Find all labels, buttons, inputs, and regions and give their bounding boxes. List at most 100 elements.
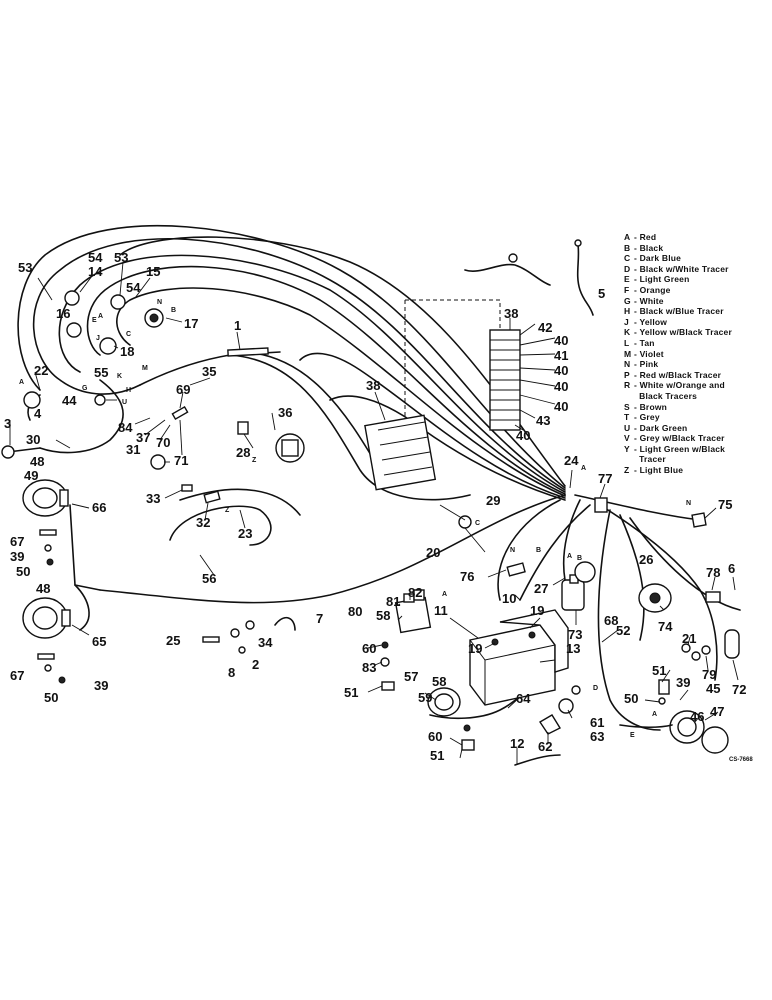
- legend-item: M- Violet: [624, 349, 772, 360]
- callout: 4: [34, 406, 42, 421]
- legend-item: J - Yellow: [624, 317, 772, 328]
- legend-item: P - Red w/Black Tracer: [624, 370, 772, 381]
- callout: 40: [516, 428, 530, 443]
- wire-code: C: [126, 331, 131, 338]
- callout: 7: [316, 611, 323, 626]
- callout: 5: [598, 286, 605, 301]
- callout: 57: [404, 669, 418, 684]
- callout: 40: [554, 333, 568, 348]
- callout: 84: [118, 420, 133, 435]
- legend-code: P: [624, 369, 630, 380]
- legend-code: K: [624, 327, 631, 338]
- callout: 63: [590, 729, 604, 744]
- headlight-icon: [22, 479, 69, 517]
- legend-text: - White w/Orange and: [634, 380, 725, 391]
- callout: 51: [652, 663, 666, 678]
- callout: 50: [624, 691, 638, 706]
- callout: 58: [432, 674, 446, 689]
- wire-code-labels: N B A C E J A K H U M G Z Z A B C N B A …: [19, 299, 691, 739]
- fuse-panel-icon: [364, 414, 437, 491]
- legend-item: R- White w/Orange and: [624, 380, 772, 391]
- legend-text: - Yellow: [634, 316, 668, 327]
- legend-text: - Black w/White Tracer: [634, 263, 729, 274]
- callout: 73: [568, 627, 582, 642]
- legend-text: - Red w/Black Tracer: [634, 369, 722, 380]
- callout: 53: [114, 250, 128, 265]
- legend-item: U- Dark Green: [624, 423, 772, 434]
- wire-code: C: [475, 520, 480, 527]
- wire-code: M: [142, 365, 148, 372]
- legend-text: - Tan: [634, 337, 655, 348]
- callout: 66: [92, 500, 106, 515]
- callout: 23: [238, 526, 252, 541]
- callout: 82: [408, 585, 422, 600]
- legend-item: Black Tracers: [624, 391, 772, 402]
- wire-code: A: [19, 379, 24, 386]
- legend-code: S: [624, 401, 630, 412]
- wire-code: N: [157, 299, 162, 306]
- wire-code: B: [577, 555, 582, 562]
- legend-item: Tracer: [624, 454, 772, 465]
- callout: 54: [88, 250, 103, 265]
- legend-text: - Light Green w/Black: [634, 443, 726, 454]
- legend-item: L- Tan: [624, 338, 772, 349]
- callout: 53: [18, 260, 32, 275]
- legend-code: G: [624, 295, 631, 306]
- legend-code: M: [624, 348, 632, 359]
- wire-code: N: [510, 547, 515, 554]
- legend-item: B- Black: [624, 243, 772, 254]
- legend-item: D- Black w/White Tracer: [624, 264, 772, 275]
- callout: 60: [362, 641, 376, 656]
- callout: 78: [706, 565, 720, 580]
- callout: 36: [278, 405, 292, 420]
- callout: 35: [202, 364, 216, 379]
- callout: 81: [386, 594, 400, 609]
- callout: 43: [536, 413, 550, 428]
- legend-text: - Violet: [634, 348, 664, 359]
- callout: 30: [26, 432, 40, 447]
- callout: 34: [258, 635, 273, 650]
- wire-code: A: [581, 465, 586, 472]
- wire-code: B: [536, 547, 541, 554]
- wire-code: U: [122, 399, 127, 406]
- callout: 60: [428, 729, 442, 744]
- legend-text: - Yellow w/Black Tracer: [634, 327, 732, 338]
- legend-code: Z: [624, 465, 630, 476]
- legend-text: - Dark Blue: [634, 253, 682, 264]
- callout: 24: [564, 453, 579, 468]
- legend-item: A- Red: [624, 232, 772, 243]
- callout: 37: [136, 430, 150, 445]
- callout: 40: [554, 399, 568, 414]
- legend-code: E: [624, 274, 630, 285]
- callout: 61: [590, 715, 604, 730]
- legend-code: Y: [624, 443, 630, 454]
- legend-text: - Brown: [634, 401, 668, 412]
- callout: 39: [10, 549, 24, 564]
- legend-text: Tracer: [634, 454, 666, 465]
- drawing-reference: CS-7668: [729, 757, 753, 763]
- callout: 1: [234, 318, 241, 333]
- legend-text: - Orange: [634, 284, 671, 295]
- legend-code: J: [624, 316, 629, 327]
- callout: 16: [56, 306, 70, 321]
- wire-code: A: [652, 711, 657, 718]
- callout: 44: [62, 393, 77, 408]
- callout: 14: [88, 264, 103, 279]
- legend-code: F: [624, 284, 630, 295]
- callout: 48: [36, 581, 50, 596]
- callout: 38: [366, 378, 380, 393]
- callout: 62: [538, 739, 552, 754]
- callout: 79: [702, 667, 716, 682]
- wire-code: K: [117, 373, 122, 380]
- callout: 17: [184, 316, 198, 331]
- legend-text: Black Tracers: [634, 390, 698, 401]
- callout: 59: [418, 690, 432, 705]
- callout: 51: [344, 685, 358, 700]
- switch-icon: [1, 290, 164, 459]
- legend-text: - Pink: [634, 359, 659, 370]
- legend-item: C- Dark Blue: [624, 253, 772, 264]
- legend-text: - White: [634, 295, 664, 306]
- callout: 40: [554, 363, 568, 378]
- legend-code: D: [624, 263, 631, 274]
- callout: 38: [504, 306, 518, 321]
